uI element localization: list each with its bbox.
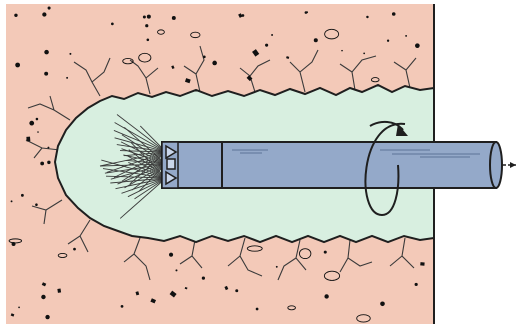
withdrawal-arrow [503,162,516,168]
monitor-head [162,142,178,188]
soil-particle [169,253,173,257]
soil-particle [202,277,205,280]
drill-rod [162,142,502,188]
soil-particle [147,15,151,19]
soil-particle [271,34,273,36]
soil-particle [40,162,44,166]
soil-particle [47,147,49,149]
soil-particle [341,50,343,52]
soil-particle [324,294,328,298]
soil-particle [15,63,20,68]
soil-particle [47,161,50,164]
soil-particle [14,14,17,17]
soil-particle [48,7,51,10]
soil-particle [235,289,238,292]
soil-particle [314,38,318,42]
soil-particle [35,203,38,206]
soil-particle [57,288,61,292]
soil-particle [392,12,396,16]
soil-particle [256,308,259,311]
withdrawal-arrowhead [510,162,516,168]
soil-particle [212,61,217,66]
soil-particle [37,131,39,133]
soil-particle [11,200,13,202]
soil-particle [143,16,146,19]
soil-particle [18,307,20,309]
soil-particle [420,262,424,266]
soil-particle [387,40,389,42]
jet-nozzle [167,159,175,169]
soil-particle [45,315,49,319]
soil-particle [175,269,177,271]
soil-particle [44,50,49,55]
soil-particle [44,72,48,76]
soil-particle [366,16,368,18]
soil-particle [121,305,124,308]
soil-particle [26,137,30,142]
soil-particle [66,77,68,79]
soil-particle [380,301,385,306]
soil-particle [41,295,45,299]
soil-particle [415,43,420,48]
soil-particle [111,23,114,26]
soil-particle [29,121,34,126]
soil-particle [73,248,76,251]
drill-rod-end [490,142,502,188]
soil-particle [42,12,46,16]
soil-particle [363,53,365,55]
soil-particle [147,39,150,42]
soil-particle [36,118,39,121]
soil-particle [21,194,24,197]
soil-particle [265,44,268,47]
soil-particle [145,24,148,27]
soil-particle [172,16,176,20]
soil-particle [69,53,71,55]
soil-particle [324,251,327,254]
soil-particle [415,283,418,286]
soil-particle [203,56,206,59]
drill-rod-body [162,142,496,188]
soil-particle [305,11,308,14]
soil-particle [276,266,278,268]
soil-particle [405,35,407,37]
